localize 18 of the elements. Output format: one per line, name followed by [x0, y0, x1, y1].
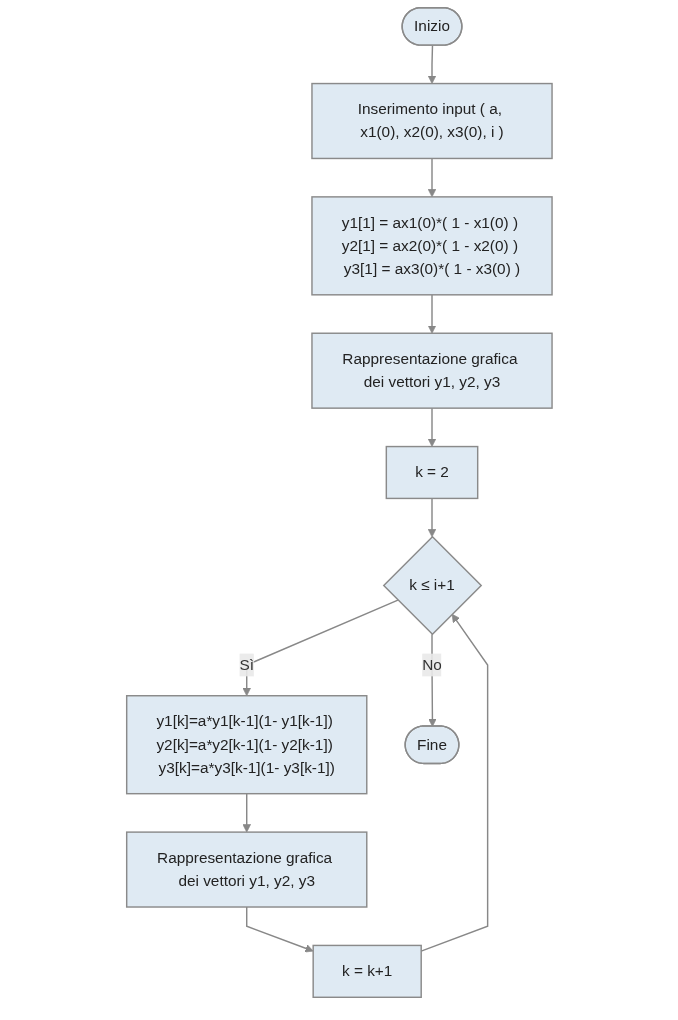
arrow — [427, 157, 436, 198]
arrow — [427, 497, 436, 538]
edge-label: No — [421, 656, 442, 673]
node-box: Rappresentazione grafica dei vettori y1, y2, y3 — [310, 332, 553, 409]
arrow — [242, 792, 251, 833]
node-box: k = k+1 — [312, 944, 422, 998]
arrow — [420, 613, 488, 952]
node-box: Rappresentazione grafica dei vettori y1, y2, y3 — [125, 831, 368, 908]
node-diamond: k ≤ i+1 — [382, 535, 482, 636]
edge-label: Sì — [239, 656, 254, 673]
node-box: k = 2 — [385, 445, 479, 500]
node-box: Inserimento input ( a, x1(0), x2(0), x3(0), i ) — [310, 82, 553, 160]
arrow — [427, 407, 436, 447]
node-box: y1[1] = ax1(0)*( 1 - x1(0) ) y2[1] = ax2(0)*( 1 - x2(0) ) y3[1] = ax3(0)*( 1 - x3(0) ) — [310, 196, 553, 296]
arrow — [427, 44, 436, 84]
arrow — [242, 599, 399, 697]
node-box: y1[k]=a*y1[k-1](1- y1[k-1]) y2[k]=a*y2[k-1](1- y2[k-1]) y3[k]=a*y3[k-1](1- y3[k-1]) — [125, 695, 368, 795]
arrow — [427, 294, 436, 334]
